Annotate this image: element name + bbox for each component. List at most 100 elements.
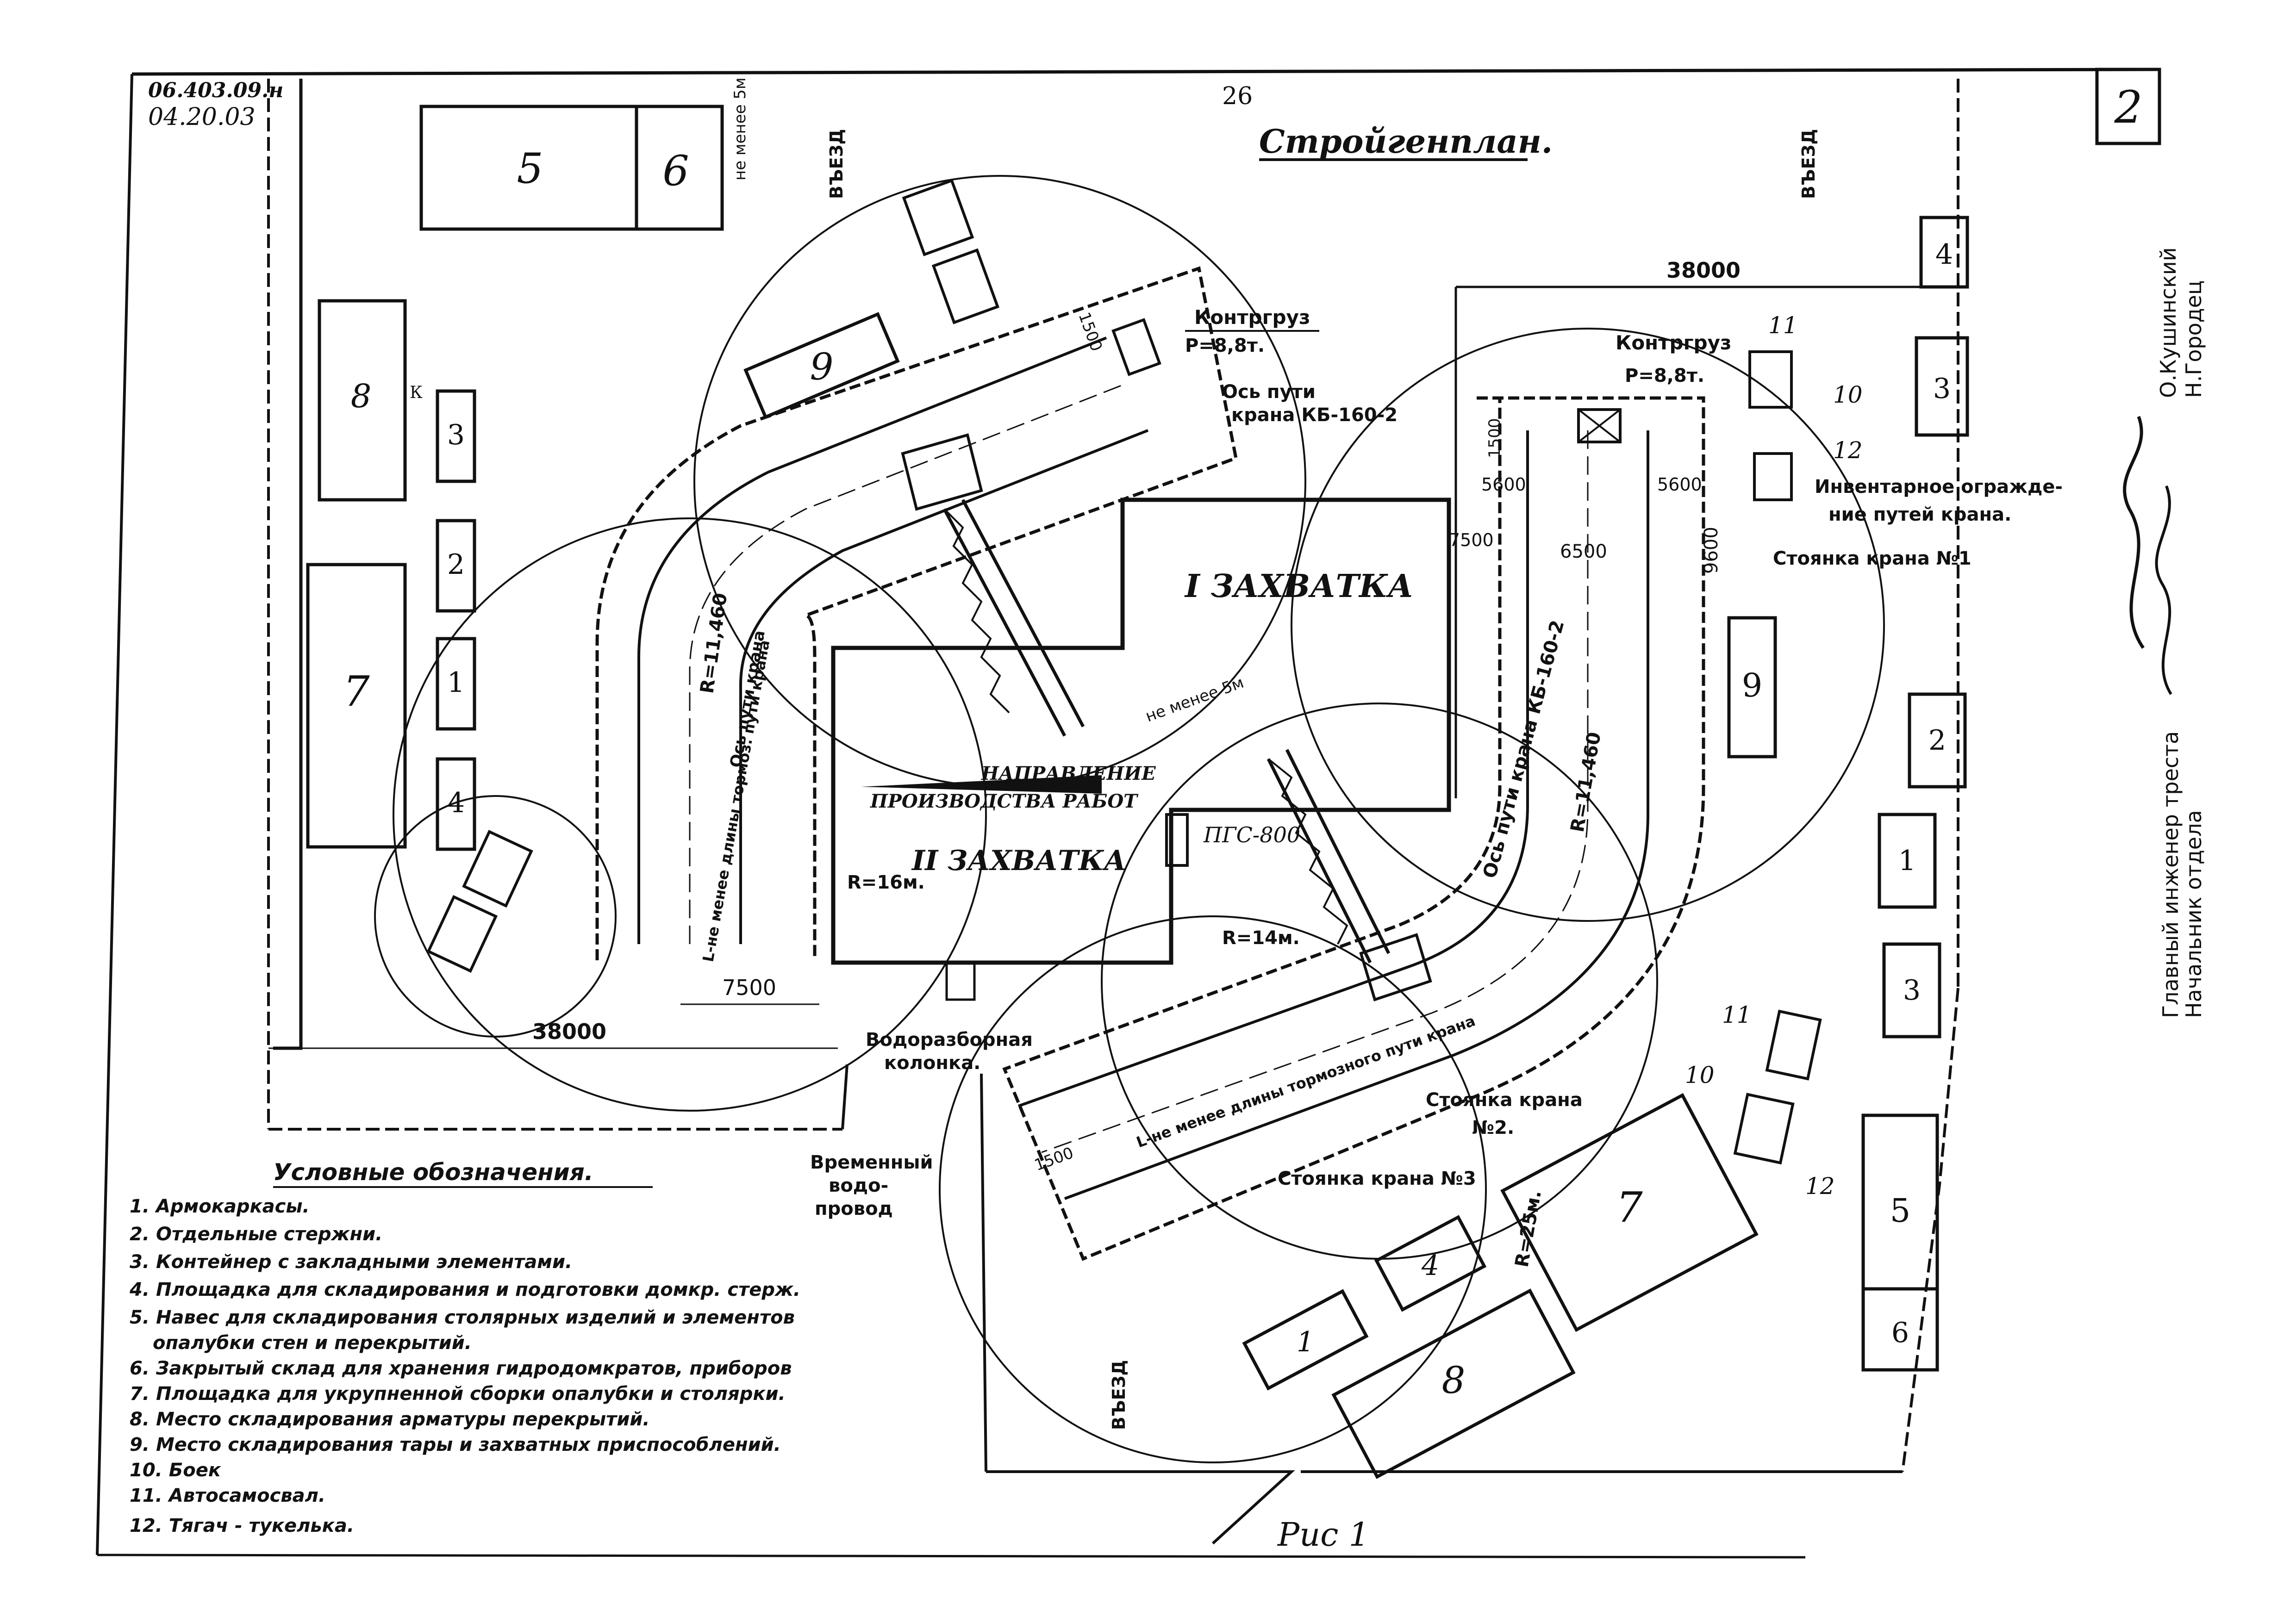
storage-2-left [436, 519, 476, 613]
inventory-fence-label: Инвентарное огражде- [1815, 476, 2063, 497]
storage-9-right [1727, 616, 1777, 759]
storage-1-right [1878, 813, 1937, 909]
label-8: 8 [351, 377, 372, 415]
counterweight-2-weight: P=8,8т. [1625, 365, 1704, 386]
label-7: 7 [343, 667, 370, 716]
storage-9-left [743, 312, 900, 419]
building-outline [831, 497, 1451, 965]
signature-role-2: Начальник отдела [2181, 810, 2206, 1018]
counterweight-1-label: Контргруз [1194, 306, 1310, 329]
temp-water-label-2: водо- [829, 1175, 888, 1196]
legend-item-10: 10. Боек [130, 1460, 221, 1481]
signature-role-1: Главный инженер треста [2158, 731, 2183, 1018]
bottom-storage: 7 4 1 8 [1242, 1093, 1759, 1479]
truck-top [902, 179, 999, 324]
temp-water-label-3: провод [815, 1198, 893, 1219]
zone-2-label: II ЗАХВАТКА [911, 845, 1126, 877]
crane-radius-circles [374, 175, 1885, 1463]
label-3-right: 3 [1933, 373, 1951, 405]
dim-6500: 6500 [1560, 541, 1607, 562]
counterweight-2-label: Контргруз [1616, 331, 1731, 354]
label-8-bottom: 8 [1442, 1359, 1466, 1402]
crane-2-rail-outer [1064, 430, 1649, 1200]
truck-turn-circle [374, 795, 617, 1038]
legend-item-8: 8. Место складирования арматуры перекрыт… [130, 1409, 650, 1430]
dimensions: 38000 38000 7500 7500 5600 5600 6500 960… [268, 77, 1958, 1175]
label-9-right: 9 [1742, 666, 1763, 704]
label-3-left: 3 [447, 419, 465, 451]
dim-1500-a: 1500 [1485, 418, 1504, 458]
label-4-right: 4 [1935, 238, 1953, 271]
signature-name-2: Н.Городец [2181, 280, 2206, 398]
crane-1-rail-inner [739, 429, 1149, 944]
storage-3-right [1915, 336, 1969, 437]
figure-caption: Рис 1 [1277, 1516, 1369, 1554]
vehicles [426, 179, 1822, 1165]
legend-item-6: 6. Закрытый склад для хранения гидродомк… [130, 1358, 792, 1379]
label-1-bottom: 1 [1297, 1326, 1314, 1358]
legend-item-2: 2. Отдельные стержни. [130, 1224, 382, 1245]
crane-1-rail-outer [637, 336, 1107, 944]
counterweight-1-weight: P=8,8т. [1185, 335, 1265, 356]
bottom-brake-note: L-не менее длины тормозного пути крана [1134, 1012, 1478, 1151]
crane-booms [901, 318, 1622, 1001]
storage-4-left [436, 757, 476, 851]
sheet-number: 2 [2114, 81, 2142, 133]
inventory-fence-label-2: ние путей крана. [1828, 504, 2011, 525]
radius-11460-left: R=11,460 [696, 591, 731, 695]
dim-5600-b: 5600 [1657, 474, 1702, 495]
legend-item-1: 1. Армокаркасы. [130, 1196, 310, 1217]
title-block: 2 06.403.09.н 04.20.03 26 Стройгенплан. [96, 68, 2161, 1559]
label-12-top: 12 [1833, 437, 1863, 464]
crane-2-reach-circle [1291, 328, 1885, 922]
label-6: 6 [662, 147, 689, 195]
storage-7 [306, 563, 407, 849]
entry-label-bottom: ВЪЕЗД [1109, 1360, 1129, 1430]
page-title: Стройгенплан. [1259, 122, 1553, 161]
storage-4-bottom [1374, 1215, 1487, 1312]
label-5: 5 [517, 144, 543, 193]
legend-item-4: 4. Площадка для складирования и подготов… [129, 1279, 800, 1300]
crane-1-reach-circle-2 [393, 517, 987, 1112]
pgs-label: ПГС-800 [1203, 822, 1300, 847]
label-12-bottom: 12 [1805, 1173, 1835, 1200]
page-number: 26 [1222, 82, 1253, 110]
storage-7-bottom [1500, 1093, 1759, 1332]
dim-1500-c: 1500 [1032, 1144, 1076, 1175]
truck-left [426, 830, 533, 973]
entry-label-top-right: ВЪЕЗД [1798, 129, 1819, 199]
label-10-top: 10 [1833, 381, 1863, 408]
dim-38000-top: 38000 [1666, 258, 1741, 283]
legend-item-11: 11. Автосамосвал. [130, 1485, 325, 1506]
k-mark: К [410, 383, 423, 402]
handwritten-signature-2 [2155, 485, 2172, 695]
water-column-label: Водоразборная [866, 1029, 1033, 1051]
storage-5-6 [419, 105, 724, 231]
truck-right-top [1748, 350, 1793, 501]
temp-water-label: Временный [810, 1152, 933, 1173]
label-11-top: 11 [1768, 312, 1798, 339]
crane-1-axis [689, 383, 1125, 944]
label-6-right: 6 [1891, 1317, 1909, 1349]
truck-right-bottom [1733, 1009, 1822, 1165]
label-2-right: 2 [1928, 724, 1946, 757]
crane-1-reach-circle [693, 175, 1306, 788]
legend-title: Условные обозначения. [273, 1159, 593, 1186]
legend-item-12: 12. Тягач - тукелька. [130, 1515, 354, 1536]
direction-arrow [861, 775, 1102, 794]
crane-1-axis-label: Ось пути [1222, 381, 1316, 403]
pgs-800-unit [1165, 813, 1189, 867]
counterweight-1-icon [1111, 318, 1161, 376]
label-1-left: 1 [447, 666, 465, 699]
storage-5-6-right [1861, 1113, 1939, 1372]
dim-5m-top: не менее 5м [731, 77, 749, 180]
dim-5600-a: 5600 [1481, 474, 1526, 495]
left-storage: 5 6 8 7 3 2 1 4 9 [306, 105, 900, 851]
dim-7500-left: 7500 [722, 975, 776, 1000]
storage-3-right-b [1882, 942, 1941, 1038]
crane-2-rail-inner [1017, 430, 1529, 1107]
storage-1-bottom [1242, 1289, 1369, 1391]
legend: Условные обозначения. 1. Армокаркасы. 2.… [129, 1159, 800, 1536]
entry-label-top-left: ВЪЕЗД [826, 129, 847, 199]
